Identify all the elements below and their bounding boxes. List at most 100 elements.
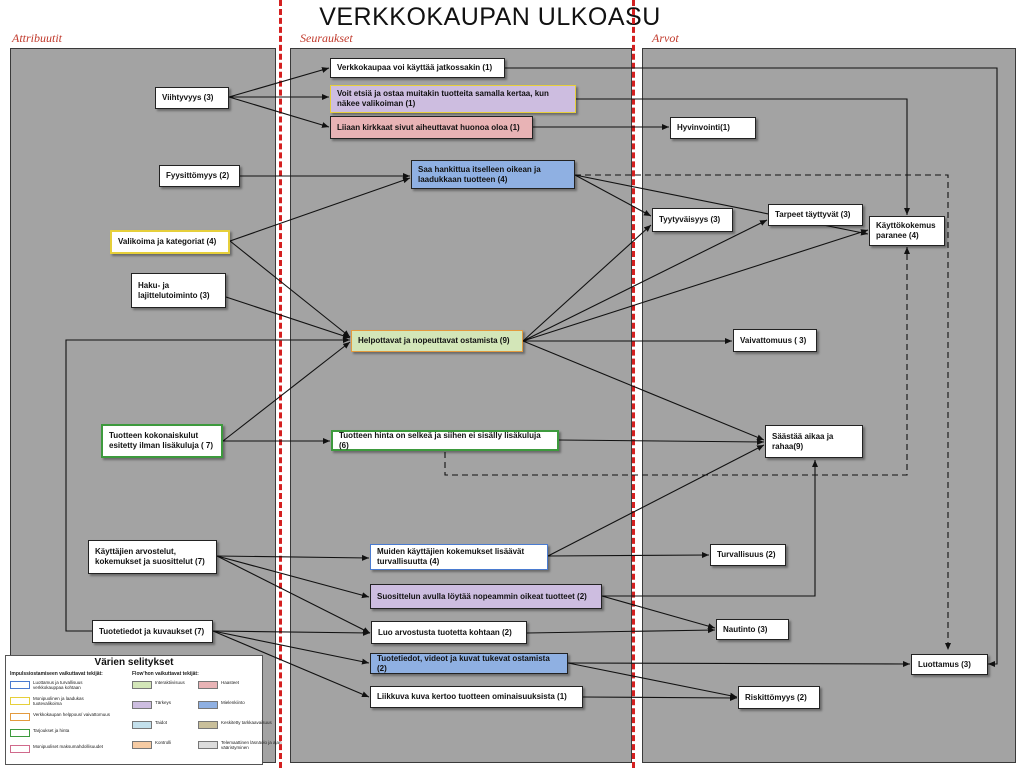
edge-kokonaiskulut-helpottavat [222, 341, 351, 442]
legend-swatch [198, 741, 218, 749]
legend-label: Interaktiivisuus [155, 680, 185, 685]
edge-jatkossakin-luottamus [505, 67, 998, 667]
node-viihtyvyys[interactable]: Viihtyvyys (3) [155, 87, 229, 109]
node-kayttokokemus[interactable]: Käyttökokemus paranee (4) [869, 216, 945, 246]
node-haku[interactable]: Haku- ja lajittelutoiminto (3) [131, 273, 226, 308]
diagram-title: VERKKOKAUPAN ULKOASU [319, 3, 661, 31]
edge-arvostelut-suosittelun [216, 555, 370, 599]
edge-valikoima-helpottavat [229, 240, 351, 338]
edge-etsia-kayttokokemus [576, 98, 910, 215]
edge-tuotetiedot-helpottavat [65, 337, 350, 632]
legend-title: Värien selitykset [94, 657, 174, 668]
edge-haku-helpottavat [225, 296, 351, 339]
legend-impulse-heading: Impulssiostamiseen vaikuttavat tekijät: [10, 671, 103, 677]
legend-item-flow-4: Haasteet [198, 680, 310, 691]
edge-helpottavat-saastaa [522, 340, 765, 441]
node-hinta[interactable]: Tuotteen hinta on selkeä ja siihen ei si… [331, 430, 559, 451]
legend-item-impulse-0: Luottamus ja turvallisuus verkkokauppaa … [10, 680, 122, 691]
node-nautinto[interactable]: Nautinto (3) [716, 619, 789, 640]
legend-swatch [198, 681, 218, 689]
edge-valikoima-hankittua [229, 177, 411, 242]
node-muiden[interactable]: Muiden käyttäjien kokemukset lisäävät tu… [370, 544, 548, 570]
legend-label: Taidot [155, 720, 168, 725]
legend-label: Luottamus ja turvallisuus verkkokauppaa … [33, 680, 83, 690]
legend-item-flow-6: Keskitetty tarkkaavaisuus [198, 720, 310, 731]
legend-item-impulse-4: Monipuoliset maksumahdollisuudet [10, 744, 122, 755]
legend-item-flow-2: Taidot [132, 720, 244, 731]
column-title-attributes: Attribuutit [12, 31, 63, 45]
node-tyytyvaisyys[interactable]: Tyytyväisyys (3) [652, 208, 733, 232]
node-arvostelut[interactable]: Käyttäjien arvostelut, kokemukset ja suo… [88, 540, 217, 574]
color-legend: Värien selitykset Impulssiostamiseen vai… [5, 655, 282, 765]
node-luo[interactable]: Luo arvostusta tuotetta kohtaan (2) [371, 621, 527, 644]
legend-label: Keskitetty tarkkaavaisuus [221, 720, 272, 725]
edge-suosittelun-nautinto [601, 595, 716, 629]
edge-viihtyvyys-jatkossakin [228, 67, 330, 98]
legend-label: Haasteet [221, 680, 240, 685]
node-hankittua[interactable]: Saa hankittua itselleen oikean ja laaduk… [411, 160, 575, 189]
node-suosittelun[interactable]: Suosittelun avulla löytää nopeammin oike… [370, 584, 602, 609]
legend-label: Verkkokaupan helppous/ vaivattomuus [33, 712, 111, 717]
node-vaivattomuus[interactable]: Vaivattomuus ( 3) [733, 329, 817, 352]
legend-flow-heading: Flow'hon vaikuttavat tekijät: [132, 671, 199, 677]
edge-helpottavat-tyytyvaisyys [522, 224, 652, 342]
edge-liikkuva-riskittomyys [582, 694, 738, 701]
edge-muiden-turvallisuus [547, 552, 710, 559]
legend-swatch [132, 741, 152, 749]
edge-dashed-hankittua-luottamus [575, 174, 951, 650]
edge-hinta-saastaa [558, 438, 765, 445]
node-videot[interactable]: Tuotetiedot, videot ja kuvat tukevat ost… [370, 653, 568, 674]
legend-item-impulse-2: Verkkokaupan helppous/ vaivattomuus [10, 712, 122, 723]
node-valikoima[interactable]: Valikoima ja kategoriat (4) [110, 230, 230, 254]
legend-label: Monipuolinen ja laadukas tuotevalikoima [33, 696, 84, 706]
legend-label: Tärkeys [155, 700, 172, 705]
legend-label: Monipuoliset maksumahdollisuudet [33, 744, 104, 749]
node-turvallisuus[interactable]: Turvallisuus (2) [710, 544, 786, 566]
node-liikkuva[interactable]: Liikkuva kuva kertoo tuotteen ominaisuuk… [370, 686, 583, 708]
node-kokonaiskulut[interactable]: Tuotteen kokonaiskulut esitetty ilman li… [101, 424, 223, 458]
node-luottamus[interactable]: Luottamus (3) [911, 654, 988, 675]
legend-swatch [10, 713, 30, 721]
node-riskittomyys[interactable]: Riskittömyys (2) [738, 686, 820, 709]
edge-arvostelut-luo [216, 555, 371, 634]
legend-swatch [132, 681, 152, 689]
legend-item-flow-7: Telemaattinen läsnäolo ja ajan vääristym… [198, 740, 310, 751]
edge-tuotetiedot-luo [212, 629, 371, 636]
legend-label: Mielenkiinto [221, 700, 245, 705]
legend-swatch [10, 745, 30, 753]
node-jatkossakin[interactable]: Verkkokaupaa voi käyttää jatkossakin (1) [330, 58, 505, 78]
edge-videot-riskittomyys [567, 662, 738, 699]
divider-left [279, 0, 282, 768]
edge-helpottavat-tarpeet [522, 219, 768, 342]
node-kirkkaat[interactable]: Liiaan kirkkaat sivut aiheuttavat huonoa… [330, 116, 533, 139]
edge-suosittelun-saastaa [602, 460, 818, 597]
column-title-consequences: Seuraukset [300, 31, 353, 45]
edge-dashed-hinta-kayttokokemus [444, 247, 910, 476]
node-helpottavat[interactable]: Helpottavat ja nopeuttavat ostamista (9) [351, 330, 523, 352]
node-saastaa[interactable]: Säästää aikaa ja rahaa(9) [765, 425, 863, 458]
legend-swatch [10, 697, 30, 705]
edge-viihtyvyys-kirkkaat [228, 96, 330, 128]
edge-tuotetiedot-videot [212, 630, 370, 665]
node-fyysittomyys[interactable]: Fyysittömyys (2) [159, 165, 240, 187]
legend-item-flow-1: Tärkeys [132, 700, 244, 711]
legend-swatch [10, 729, 30, 737]
node-tarpeet[interactable]: Tarpeet täyttyvät (3) [768, 204, 863, 226]
legend-swatch [132, 721, 152, 729]
legend-swatch [10, 681, 30, 689]
legend-swatch [132, 701, 152, 709]
node-etsia[interactable]: Voit etsiä ja ostaa muitakin tuotteita s… [330, 85, 576, 113]
node-tuotetiedot[interactable]: Tuotetiedot ja kuvaukset (7) [92, 620, 213, 643]
legend-item-impulse-3: Tarjoukset ja hinta [10, 728, 122, 739]
legend-label: Kontrolli [155, 740, 172, 745]
column-title-values: Arvot [652, 31, 679, 45]
legend-label: Telemaattinen läsnäolo ja ajan vääristym… [221, 740, 282, 750]
edge-videot-luottamus [567, 660, 911, 667]
node-hyvinvointi[interactable]: Hyvinvointi(1) [670, 117, 756, 139]
divider-right [632, 0, 635, 768]
edge-luo-nautinto [526, 627, 716, 634]
legend-label: Tarjoukset ja hinta [33, 728, 70, 733]
legend-item-impulse-1: Monipuolinen ja laadukas tuotevalikoima [10, 696, 122, 707]
edge-tuotetiedot-liikkuva [212, 630, 370, 698]
